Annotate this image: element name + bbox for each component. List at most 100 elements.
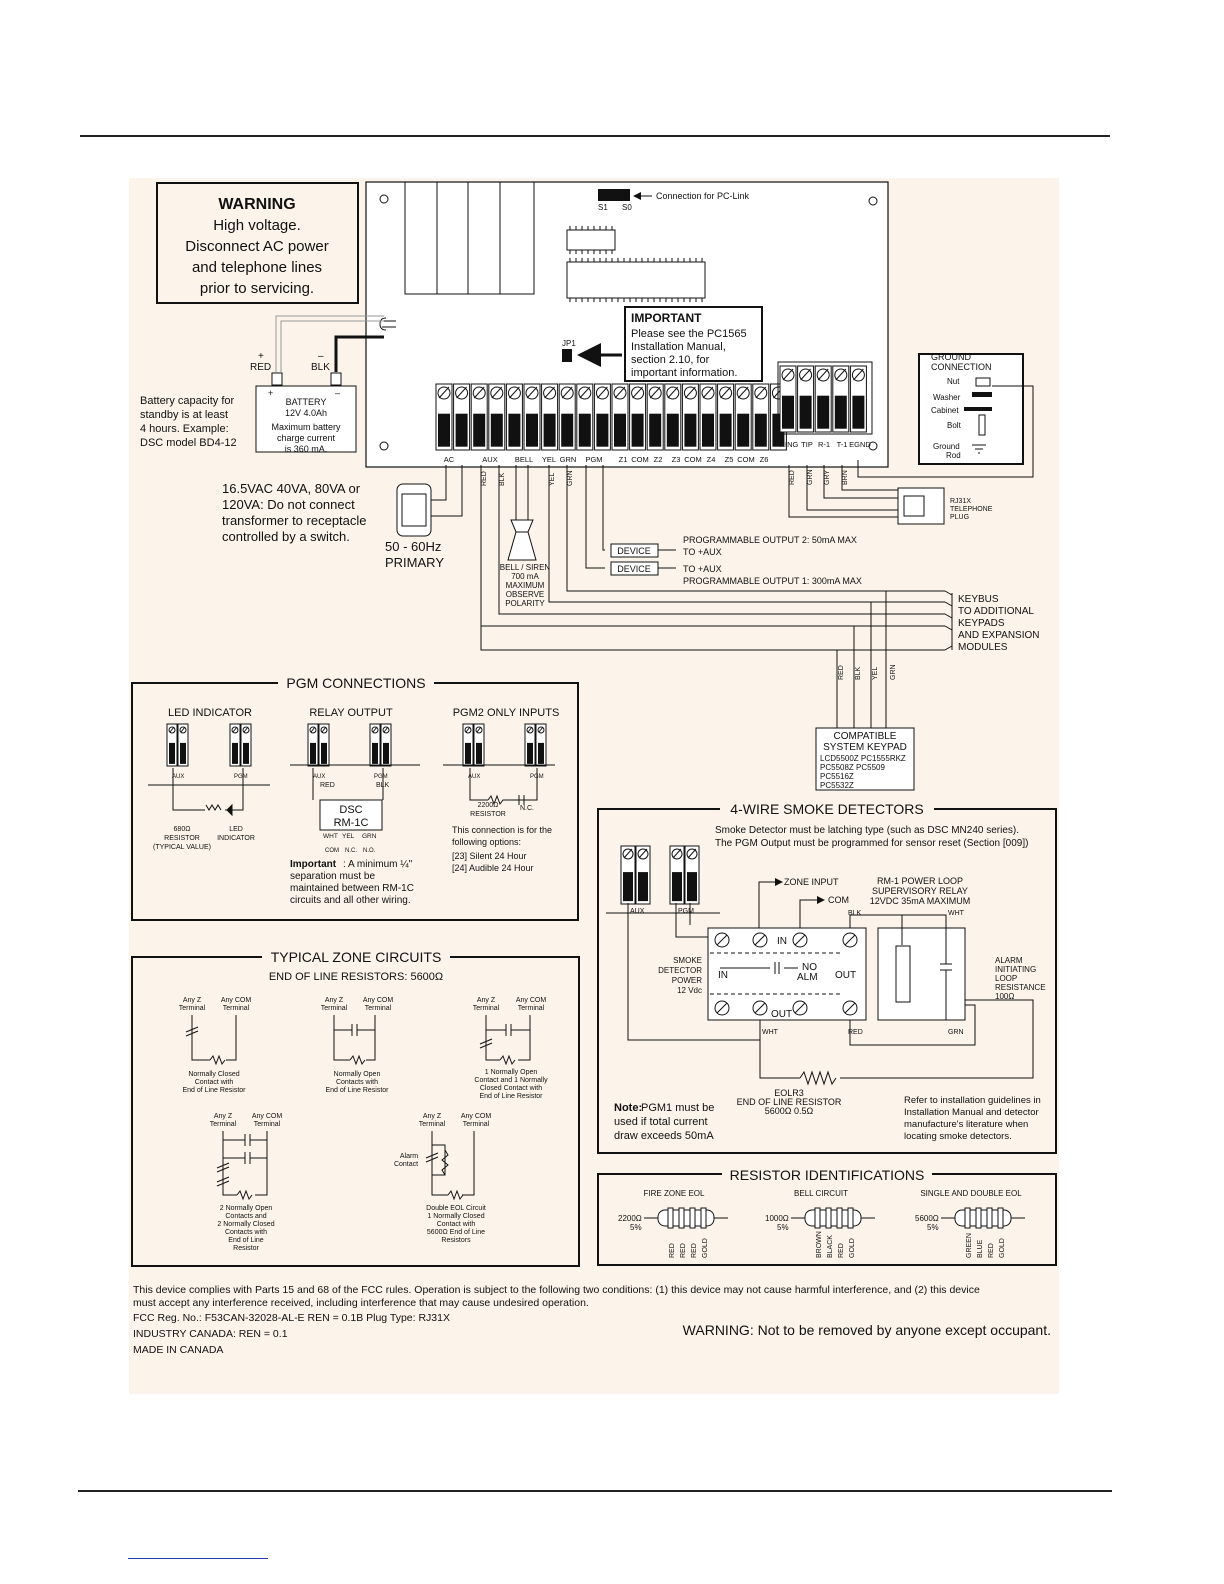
terminal-block[interactable] — [541, 383, 559, 451]
terminal-block[interactable] — [593, 383, 611, 451]
mini-terminal[interactable] — [166, 723, 178, 767]
terminal-label-yel: YEL — [542, 455, 556, 464]
any-com-label: Terminal — [254, 1121, 281, 1128]
any-z-label: Terminal — [419, 1121, 446, 1128]
warning-line: and telephone lines — [192, 259, 322, 276]
resistor-band — [667, 1207, 674, 1229]
resistor-band — [814, 1207, 821, 1229]
mini-terminal[interactable] — [635, 845, 651, 905]
terminal-block[interactable] — [576, 383, 594, 451]
mini-terminal[interactable] — [177, 723, 189, 767]
mini-terminal[interactable] — [535, 723, 547, 767]
ground-bolt: Bolt — [947, 421, 962, 430]
terminal-block[interactable] — [611, 383, 629, 451]
transformer-note: controlled by a switch. — [222, 529, 350, 544]
keybus-line: KEYPADS — [958, 618, 1005, 629]
smoke-intro: Smoke Detector must be latching type (su… — [715, 825, 1019, 836]
pc-link-pin: S0 — [622, 203, 632, 212]
any-z-label: Any Z — [325, 997, 344, 1004]
resistor-2200: RESISTOR — [470, 811, 506, 818]
phone-terminal-block[interactable] — [832, 365, 850, 433]
terminal-block[interactable] — [734, 383, 752, 451]
mini-terminal[interactable] — [318, 723, 330, 767]
bus-wire-labels: RED BLK YEL GRN RED BLK YEL GRN — [481, 470, 897, 680]
resistor-group-title: FIRE ZONE EOL — [644, 1189, 705, 1198]
resistor-value: 2200Ω — [618, 1214, 642, 1223]
mini-terminal[interactable] — [669, 845, 685, 905]
ground-rod: Rod — [946, 451, 961, 460]
terminal-label-z1: Z1 — [619, 455, 628, 464]
terminal-label-pgm: PGM — [585, 455, 602, 464]
battery-text: 12V 4.0Ah — [285, 408, 327, 418]
terminal-block[interactable] — [558, 383, 576, 451]
resistor-group-title: SINGLE AND DOUBLE EOL — [920, 1189, 1022, 1198]
zone-title: TYPICAL ZONE CIRCUITS — [271, 949, 442, 965]
detector-power: DETECTOR — [658, 966, 702, 975]
refer-text: Installation Manual and detector — [904, 1107, 1039, 1118]
zone-caption: End of Line — [228, 1237, 264, 1244]
mini-terminal[interactable] — [240, 723, 252, 767]
relay-output-title: RELAY OUTPUT — [309, 707, 393, 719]
smoke-detectors-panel: 4-WIRE SMOKE DETECTORS Smoke Detector mu… — [597, 801, 1057, 1154]
mini-terminal[interactable] — [380, 723, 392, 767]
note-text: used if total current — [614, 1116, 708, 1128]
bell-note: BELL / SIREN 700 mA MAXIMUM OBSERVE POLA… — [500, 563, 551, 608]
mini-terminal[interactable] — [473, 723, 485, 767]
phone-terminal-block[interactable] — [849, 365, 867, 433]
wire-label: BLK — [855, 666, 862, 680]
important-line: Please see the PC1565 — [631, 328, 747, 340]
fcc-line: This device complies with Parts 15 and 6… — [133, 1284, 980, 1296]
band-color-label: GOLD — [849, 1238, 856, 1258]
terminal-block[interactable] — [488, 383, 506, 451]
phone-label: T-1 — [837, 440, 848, 449]
smoke-wht: WHT — [948, 910, 965, 917]
terminal-block[interactable] — [470, 383, 488, 451]
terminal-block[interactable] — [752, 383, 770, 451]
pc-link-label: Connection for PC-Link — [656, 191, 750, 201]
terminal-label-z5: Z5 — [725, 455, 734, 464]
terminal-label-z6: Z6 — [760, 455, 769, 464]
mini-terminal[interactable] — [524, 723, 536, 767]
wire-label: BRN — [842, 470, 849, 485]
transformer-note: 120VA: Do not connect — [222, 497, 355, 512]
mini-terminal[interactable] — [462, 723, 474, 767]
mini-terminal[interactable] — [369, 723, 381, 767]
wire-label: GRY — [824, 470, 831, 485]
terminal-block[interactable] — [629, 383, 647, 451]
jp1-jumper[interactable] — [562, 349, 572, 362]
any-z-label: Any Z — [477, 997, 496, 1004]
terminal-label-z3: Z3 — [672, 455, 681, 464]
important-text: circuits and all other wiring. — [290, 895, 411, 906]
top-rule — [80, 135, 1110, 137]
zone-caption: 2 Normally Open — [220, 1205, 273, 1212]
phone-terminal-block[interactable] — [797, 365, 815, 433]
mini-terminal[interactable] — [307, 723, 319, 767]
made-in: MADE IN CANADA — [133, 1344, 223, 1356]
terminal-block[interactable] — [717, 383, 735, 451]
mini-terminal[interactable] — [620, 845, 636, 905]
terminal-block[interactable] — [646, 383, 664, 451]
terminal-block[interactable] — [664, 383, 682, 451]
battery-plus: + — [258, 351, 264, 362]
phone-terminal-block[interactable] — [814, 365, 832, 433]
phone-terminal-block[interactable] — [779, 365, 797, 433]
terminal-block[interactable] — [523, 383, 541, 451]
zone-caption: 5600Ω End of Line — [427, 1229, 485, 1236]
terminal-block[interactable] — [435, 383, 453, 451]
wire-label: GRN — [890, 664, 897, 680]
relay-blk: BLK — [376, 782, 390, 789]
relay-red: RED — [320, 782, 335, 789]
terminal-block[interactable] — [699, 383, 717, 451]
terminal-block[interactable] — [681, 383, 699, 451]
battery-text: BATTERY — [286, 397, 327, 407]
terminal-block[interactable] — [453, 383, 471, 451]
mini-terminal[interactable] — [229, 723, 241, 767]
resistor-band — [678, 1207, 685, 1229]
pc-link-header[interactable] — [598, 189, 630, 201]
zone-caption: 2 Normally Closed — [217, 1221, 274, 1228]
keypad-model: PC5516Z — [820, 772, 854, 781]
terminal-block[interactable] — [505, 383, 523, 451]
mini-terminal[interactable] — [684, 845, 700, 905]
bell-note-line: BELL / SIREN — [500, 563, 551, 572]
refer-text: locating smoke detectors. — [904, 1131, 1012, 1142]
